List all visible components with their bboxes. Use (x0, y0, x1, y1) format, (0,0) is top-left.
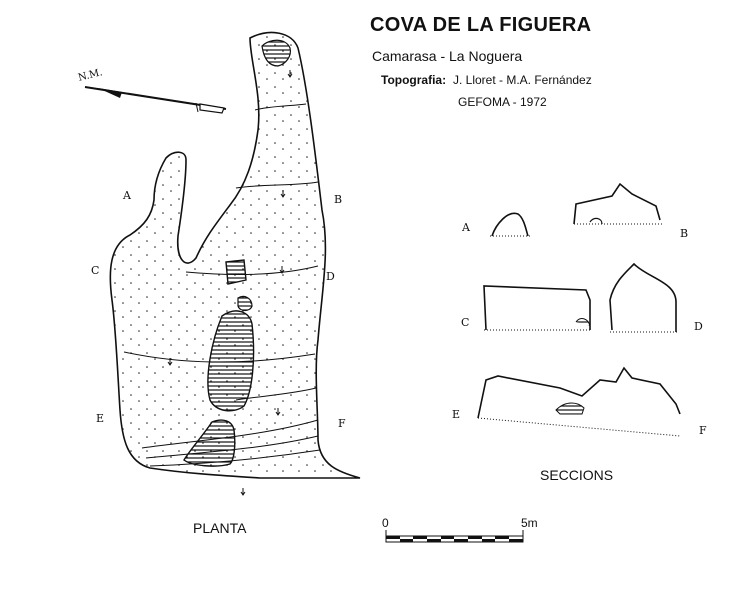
plan-letter-e: E (96, 412, 105, 425)
plan-letter-f: F (338, 417, 346, 430)
location-subtitle: Camarasa - La Noguera (372, 48, 523, 64)
plan-letter-d: D (326, 270, 335, 283)
page-title: COVA DE LA FIGUERA (370, 14, 592, 36)
section-letter-e: E (452, 408, 461, 421)
plan-pool-lower (183, 419, 236, 467)
section-c (483, 285, 592, 331)
section-d (609, 262, 678, 333)
cave-plan-view (109, 31, 361, 496)
sections-label: SECCIONS (540, 467, 614, 483)
scale-bar (385, 530, 524, 543)
section-letter-f: F (699, 424, 707, 437)
slope-arrow-icons (167, 70, 293, 496)
plan-letter-a: A (123, 189, 131, 202)
plan-pool-main (207, 310, 255, 412)
north-arrow-icon (84, 86, 227, 114)
plan-small-rock (237, 295, 253, 312)
scale-end-label: 5m (521, 516, 538, 530)
plan-label: PLANTA (193, 520, 247, 536)
section-letter-c: C (461, 316, 470, 329)
section-ef (477, 366, 681, 437)
section-letter-a: A (462, 221, 470, 234)
plan-contour-lines (254, 103, 307, 111)
cave-plan-outline (109, 31, 361, 479)
section-a (490, 212, 530, 237)
plan-letter-b: B (334, 193, 343, 206)
section-letter-b: B (680, 227, 689, 240)
plan-inner-shaft-ledge (261, 39, 291, 67)
topography-authors: J. Lloret - M.A. Fernández (453, 73, 592, 87)
topography-label: Topografia: (381, 73, 447, 87)
section-b (573, 182, 662, 225)
section-letter-d: D (694, 320, 703, 333)
scale-start-label: 0 (382, 516, 389, 530)
cross-sections (477, 182, 681, 437)
survey-credit: GEFOMA - 1972 (458, 95, 547, 109)
plan-block-rock (225, 259, 247, 285)
plan-letter-c: C (91, 264, 100, 277)
